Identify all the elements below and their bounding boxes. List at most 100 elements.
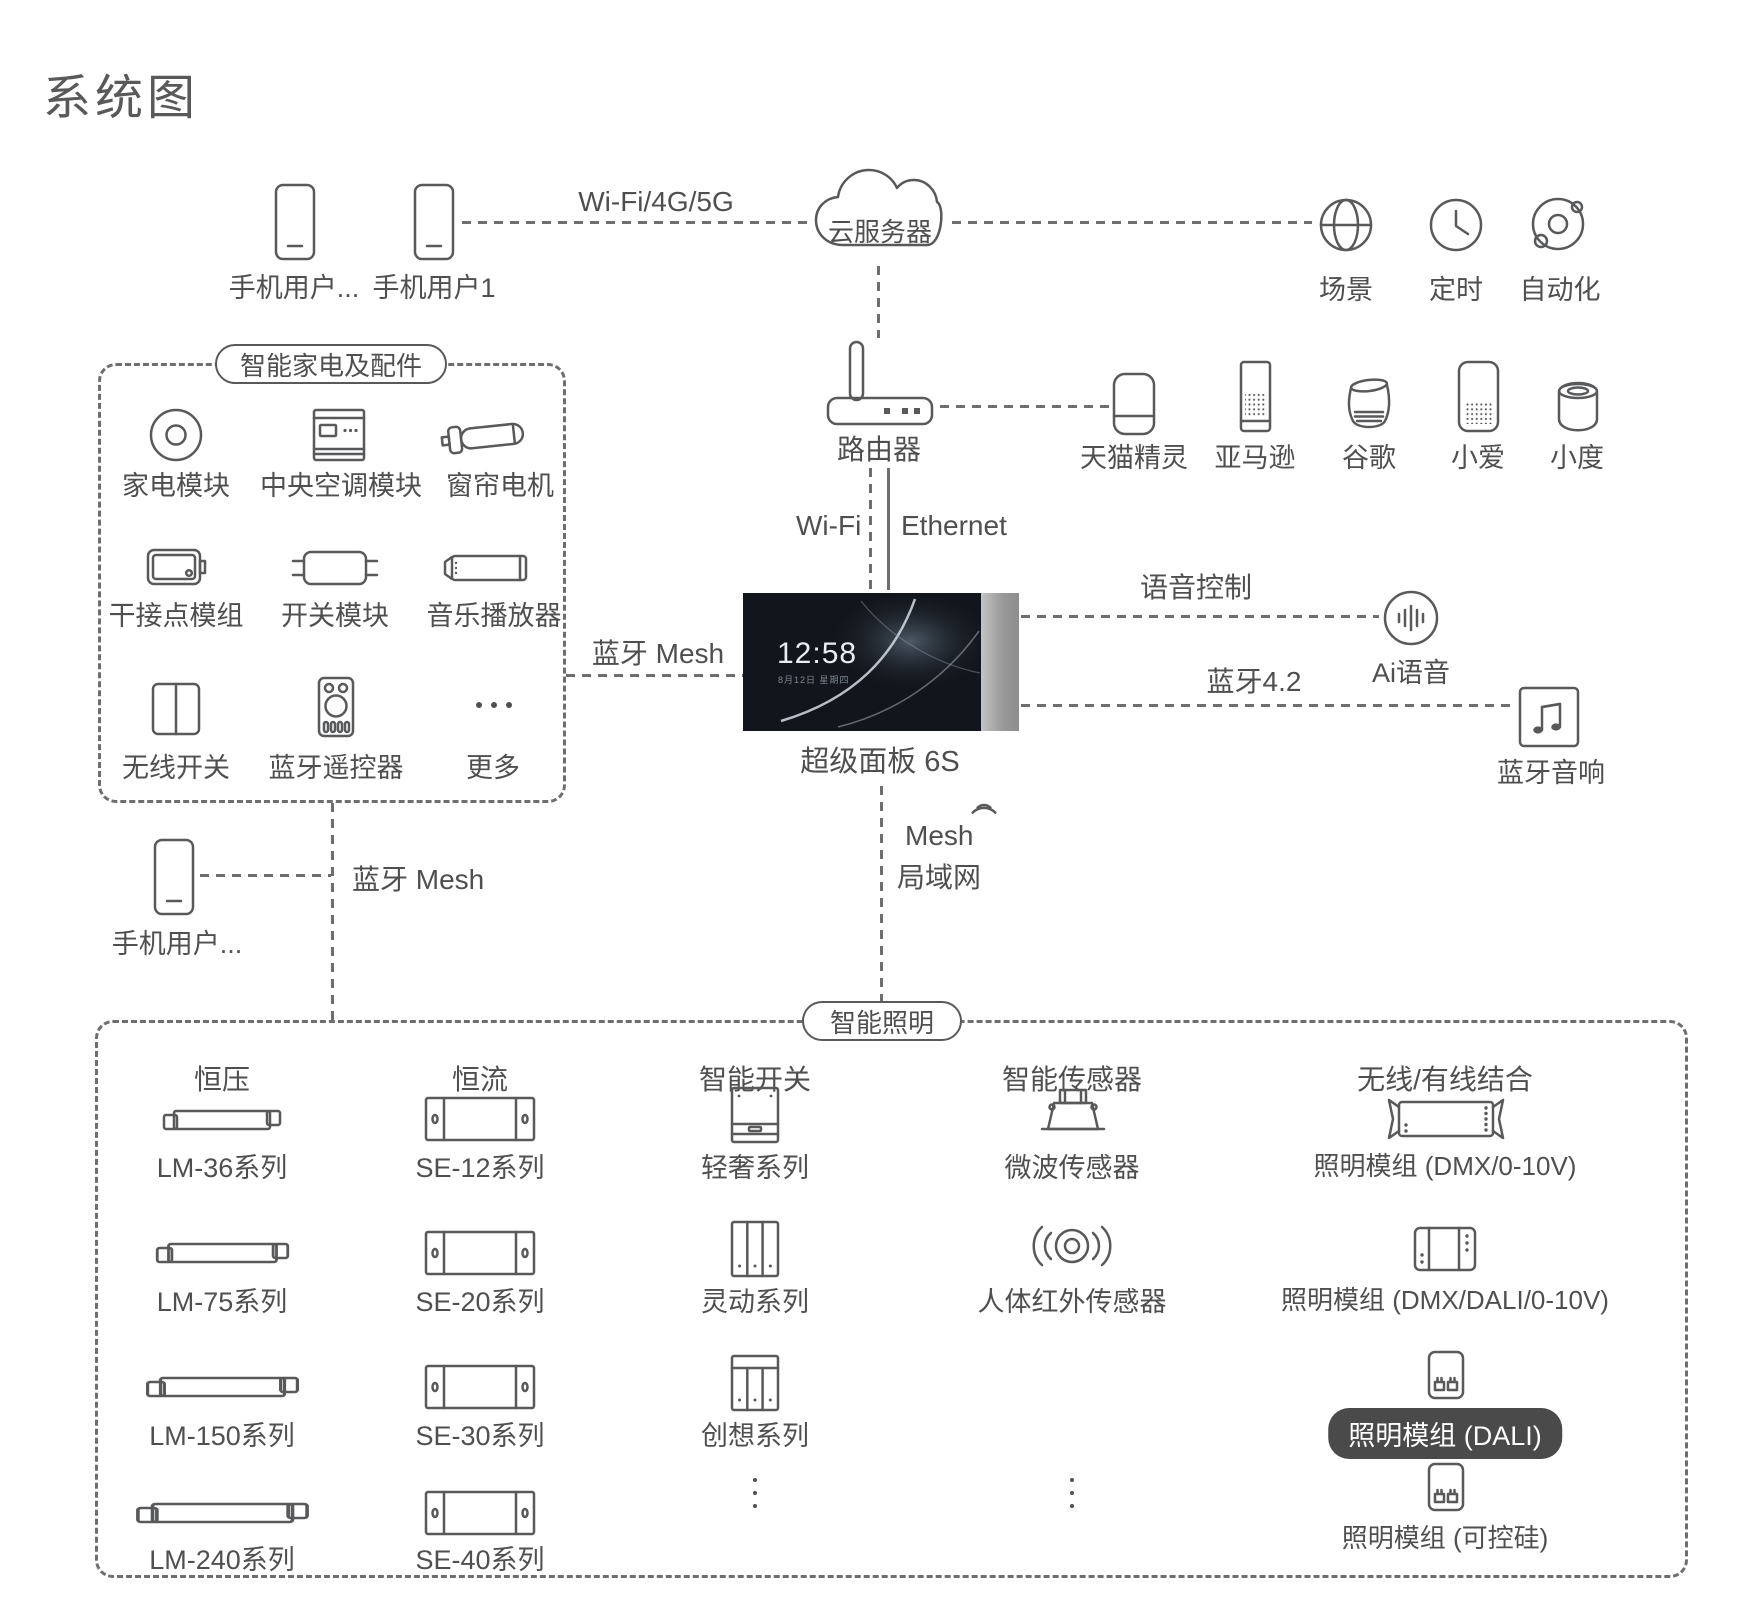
automation-icon xyxy=(1528,194,1588,254)
dry-contact-module-label: 干接点模组 xyxy=(108,601,244,631)
link-cloud-scene xyxy=(952,221,1312,224)
switch-module-label: 开关模块 xyxy=(281,601,389,631)
bt-mesh-left-label: 蓝牙 Mesh xyxy=(591,638,725,669)
appliance-module-icon xyxy=(148,407,204,463)
qingshe-label: 轻奢系列 xyxy=(701,1153,809,1183)
google-home-speaker-icon xyxy=(1346,374,1392,434)
link-phone-mesh xyxy=(200,874,331,877)
col4-ellipsis-icon xyxy=(1070,1478,1074,1508)
music-player-icon xyxy=(442,554,530,582)
qingshe-switch-icon xyxy=(730,1086,780,1144)
lighting-box-title: 智能照明 xyxy=(802,1001,962,1041)
mesh-label: Mesh xyxy=(905,820,974,851)
scr-module-label: 照明模组 (可控硅) xyxy=(1341,1523,1549,1553)
ai-voice-label: Ai语音 xyxy=(1371,658,1451,688)
dry-contact-module-icon xyxy=(146,548,208,588)
google-label: 谷歌 xyxy=(1342,443,1396,473)
link-ethernet xyxy=(887,468,890,590)
wireless-switch-icon xyxy=(151,682,201,736)
link-router-assistants xyxy=(940,405,1110,408)
scene-label: 场景 xyxy=(1319,275,1373,305)
phone-icon xyxy=(152,838,196,916)
se20-driver-icon xyxy=(424,1230,536,1276)
xiaoai-speaker-icon xyxy=(1457,360,1501,434)
appliance-box-title: 智能家电及配件 xyxy=(215,344,447,384)
link-panel-lighting xyxy=(880,786,883,1020)
wifi-4g-5g-label: Wi-Fi/4G/5G xyxy=(578,186,734,217)
page-title: 系统图 xyxy=(43,72,200,125)
super-panel-6s: 12:58 8月12日 星期四 xyxy=(743,593,1019,731)
lan-label: 局域网 xyxy=(897,862,982,893)
dmx-module-icon xyxy=(1385,1096,1507,1142)
link-phone-cloud xyxy=(462,221,808,224)
col-smart-switch-header: 智能开关 xyxy=(698,1064,812,1095)
phone-user-bottom-label: 手机用户... xyxy=(111,929,243,959)
col-hengliu-header: 恒流 xyxy=(451,1064,509,1095)
router-icon xyxy=(826,340,934,426)
music-player-label: 音乐播放器 xyxy=(426,601,562,631)
lm75-label: LM-75系列 xyxy=(156,1287,288,1317)
phone-icon xyxy=(412,183,456,261)
voice-control-label: 语音控制 xyxy=(1139,572,1253,603)
microwave-sensor-icon xyxy=(1040,1088,1106,1142)
panel-clock-time: 12:58 xyxy=(777,637,858,670)
bt42-label: 蓝牙4.2 xyxy=(1206,666,1302,697)
link-panel-aivoice xyxy=(1021,615,1379,618)
tmall-genie-speaker-icon xyxy=(1112,372,1156,436)
bt-speaker-icon xyxy=(1518,686,1580,748)
more-dots-icon xyxy=(476,702,512,708)
se40-driver-icon xyxy=(424,1490,536,1536)
router-label: 路由器 xyxy=(836,434,922,465)
scr-module-icon xyxy=(1427,1462,1465,1512)
bt-remote-icon xyxy=(317,676,355,738)
ai-voice-icon xyxy=(1382,589,1440,647)
ethernet-label: Ethernet xyxy=(901,510,1007,541)
lingdong-switch-icon xyxy=(730,1220,780,1278)
switch-module-icon xyxy=(291,550,379,586)
dmx-dali-module-label: 照明模组 (DMX/DALI/0-10V) xyxy=(1281,1285,1609,1315)
panel-side-edge xyxy=(981,593,1019,731)
col3-ellipsis-icon xyxy=(753,1478,757,1508)
bt-remote-label: 蓝牙遥控器 xyxy=(268,753,404,783)
link-appliancebox-panel xyxy=(566,674,743,677)
panel-screen: 12:58 8月12日 星期四 xyxy=(743,593,981,731)
curtain-motor-label: 窗帘电机 xyxy=(446,471,554,501)
se20-label: SE-20系列 xyxy=(415,1287,545,1317)
dali-module-icon xyxy=(1427,1350,1465,1400)
dmx-dali-module-icon xyxy=(1413,1226,1477,1272)
phone-user-more-label: 手机用户... xyxy=(228,273,360,303)
lm240-label: LM-240系列 xyxy=(149,1545,295,1575)
bt-mesh-phone-label: 蓝牙 Mesh xyxy=(352,864,485,895)
se12-label: SE-12系列 xyxy=(415,1153,545,1183)
mesh-signal-icon xyxy=(971,802,997,826)
phone-user-1-label: 手机用户1 xyxy=(372,273,496,303)
scene-globe-icon xyxy=(1318,197,1374,253)
lm150-label: LM-150系列 xyxy=(149,1421,295,1451)
se40-label: SE-40系列 xyxy=(415,1545,545,1575)
dmx-module-label: 照明模组 (DMX/0-10V) xyxy=(1313,1151,1577,1181)
bt-speaker-label: 蓝牙音响 xyxy=(1497,758,1605,788)
microwave-sensor-label: 微波传感器 xyxy=(1004,1153,1140,1183)
more-label: 更多 xyxy=(466,753,520,783)
xiaodu-label: 小度 xyxy=(1550,443,1604,473)
link-cloud-router xyxy=(877,266,880,338)
dali-module-label-highlighted: 照明模组 (DALI) xyxy=(1328,1408,1562,1459)
lm240-driver-icon xyxy=(135,1498,310,1528)
pir-sensor-icon xyxy=(1024,1218,1120,1274)
cloud-server-label: 云服务器 xyxy=(827,217,933,247)
se12-driver-icon xyxy=(424,1096,536,1142)
cloud-server-icon xyxy=(808,157,950,263)
tmall-genie-label: 天猫精灵 xyxy=(1080,443,1188,473)
timer-label: 定时 xyxy=(1429,275,1483,305)
wireless-switch-label: 无线开关 xyxy=(122,753,230,783)
super-panel-label: 超级面板 6S xyxy=(800,746,960,778)
xiaodu-speaker-icon xyxy=(1555,378,1601,436)
link-wifi xyxy=(869,468,872,590)
chuangxiang-label: 创想系列 xyxy=(701,1421,809,1451)
panel-clock-date: 8月12日 星期四 xyxy=(778,675,850,685)
col-wireless-wired-header: 无线/有线结合 xyxy=(1357,1064,1533,1095)
lm36-label: LM-36系列 xyxy=(156,1153,288,1183)
ac-module-label: 中央空调模块 xyxy=(260,471,422,501)
ac-module-icon xyxy=(312,408,366,462)
